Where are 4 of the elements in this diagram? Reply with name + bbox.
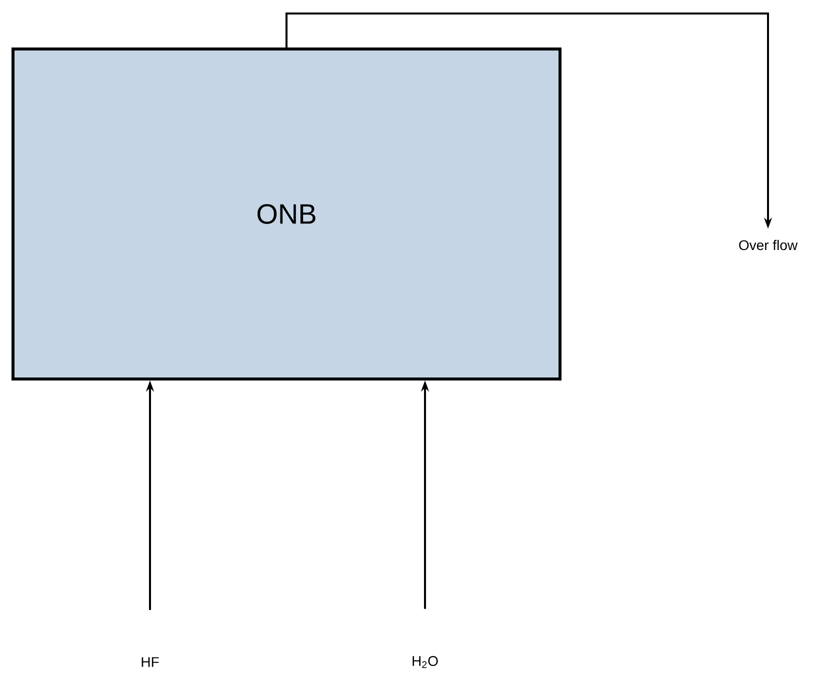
stream-label: HF [142,657,159,667]
stream-label: H$_{2}$O [412,656,438,668]
stream-label: Over flow [739,240,798,250]
process-box: ONB [12,48,562,380]
